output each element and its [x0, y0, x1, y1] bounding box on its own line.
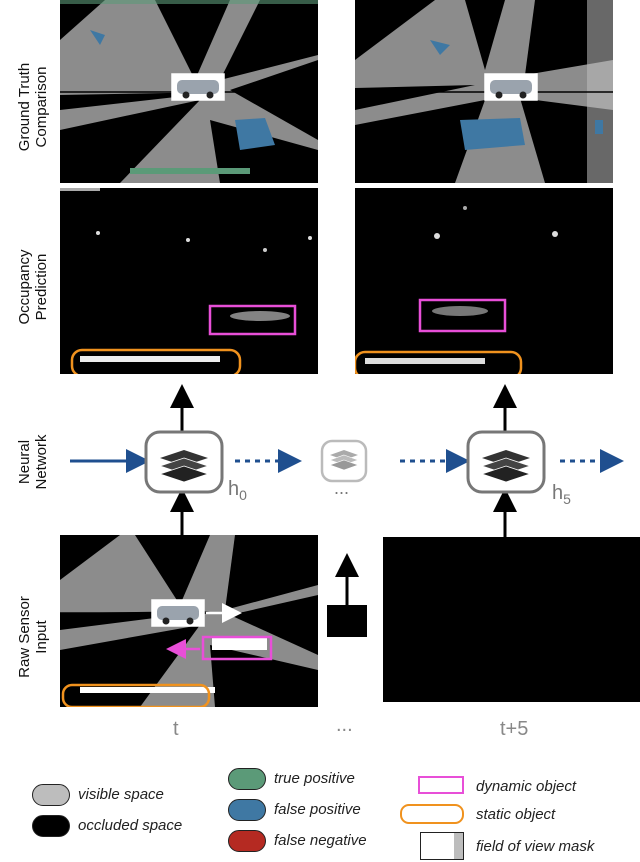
hidden-state-label-h0: h0: [228, 478, 247, 503]
raw-input-panel-t: [60, 535, 318, 707]
ground-truth-panel-t: [60, 0, 318, 183]
time-label-t: t: [173, 718, 179, 740]
legend-label-visible: visible space: [78, 786, 164, 803]
hidden-ellipsis: ...: [334, 478, 350, 498]
legend-swatch-static: [400, 804, 464, 824]
legend-label-occluded: occluded space: [78, 817, 183, 834]
legend-swatch-visible: [32, 784, 70, 806]
raw-input-scene-t: [60, 535, 318, 707]
time-label-ellipsis: ...: [336, 714, 353, 736]
legend-label-fov: field of view mask: [476, 838, 595, 855]
masked-input-block: [327, 605, 367, 637]
legend-swatch-fov: [420, 832, 464, 860]
legend-swatch-false-negative: [228, 830, 266, 852]
static-object-box-raw: [61, 683, 211, 707]
dynamic-object-box-t: [208, 304, 297, 336]
hidden-state-label-h5: h5: [552, 482, 571, 507]
dynamic-object-box-t5: [418, 298, 507, 333]
legend-swatch-false-positive: [228, 799, 266, 821]
occupancy-scene-t: [60, 188, 312, 374]
dynamic-object-box-raw: [201, 635, 273, 661]
time-label-t5: t+5: [500, 718, 529, 740]
legend-label-true-positive: true positive: [274, 770, 355, 787]
legend-label-false-negative: false negative: [274, 832, 367, 849]
legend-swatch-dynamic: [418, 776, 464, 794]
h0-sub: 0: [239, 487, 247, 503]
static-object-box-t: [70, 348, 242, 374]
legend-label-static: static object: [476, 806, 556, 823]
ground-truth-panel-t5: [355, 0, 613, 183]
ground-truth-scene-t5: [355, 0, 613, 183]
static-object-box-t5: [355, 350, 523, 374]
h0-base: h: [228, 478, 240, 500]
legend-label-false-positive: false positive: [274, 801, 361, 818]
raw-input-panel-t5: [383, 537, 640, 702]
ground-truth-scene-t: [60, 0, 318, 183]
occupancy-panel-t: [60, 188, 318, 374]
legend-swatch-true-positive: [228, 768, 266, 790]
h5-sub: 5: [563, 491, 571, 507]
h5-base: h: [552, 482, 564, 504]
occupancy-panel-t5: [355, 188, 613, 374]
legend-swatch-occluded: [32, 815, 70, 837]
legend-label-dynamic: dynamic object: [476, 778, 577, 795]
occupancy-scene-t5: [355, 206, 558, 374]
